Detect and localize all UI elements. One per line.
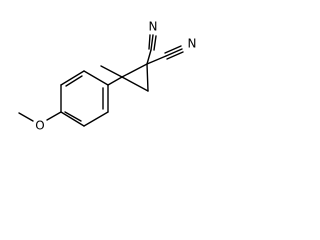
nitrile-right-nitrogen-label: N [188,37,197,51]
ring-bond-dinitrile-carbon-to-ch2 [146,63,149,92]
methoxy-group: O [18,111,62,133]
benzene-bond-6 [83,70,109,86]
ring-bond-ch2-to-quaternary [121,76,149,92]
nitrile-left-single-bond [146,49,152,65]
nitrile-group-left: N [146,20,158,65]
benzene-bond-5 [60,70,85,86]
chemical-structure-diagram: N N O [18,20,197,133]
nitrile-left-nitrogen-label: N [149,20,158,34]
cyclopropane-ring [121,63,149,92]
nitrile-right-single-bond [146,55,167,65]
methoxy-oxygen-label: O [35,119,44,133]
benzene-inner-double-bond-2 [64,111,82,122]
ring-bond-quaternary-to-dinitrile-carbon [121,63,148,78]
nitrile-left-triple-bond-line-1 [150,34,154,51]
nitrile-group-right: N [146,37,197,65]
benzene-bond-2 [83,111,109,127]
oxygen-to-methyl-bond [18,112,34,122]
methyl-bond [100,65,123,78]
nitrile-left-triple-bond-line-2 [148,34,151,50]
aryl-to-oxygen-bond [46,111,62,121]
nitrile-right-triple-bond-line-2 [164,45,182,54]
nitrile-left-triple-bond-line-3 [153,35,157,51]
benzene-ring [60,70,109,127]
nitrile-right-triple-bond-line-3 [166,51,184,60]
nitrile-right-triple-bond-line-1 [165,48,183,57]
benzene-bond-3 [60,111,85,127]
benzene-inner-double-bond-3 [65,75,83,87]
aryl-attachment-bond [107,76,123,86]
